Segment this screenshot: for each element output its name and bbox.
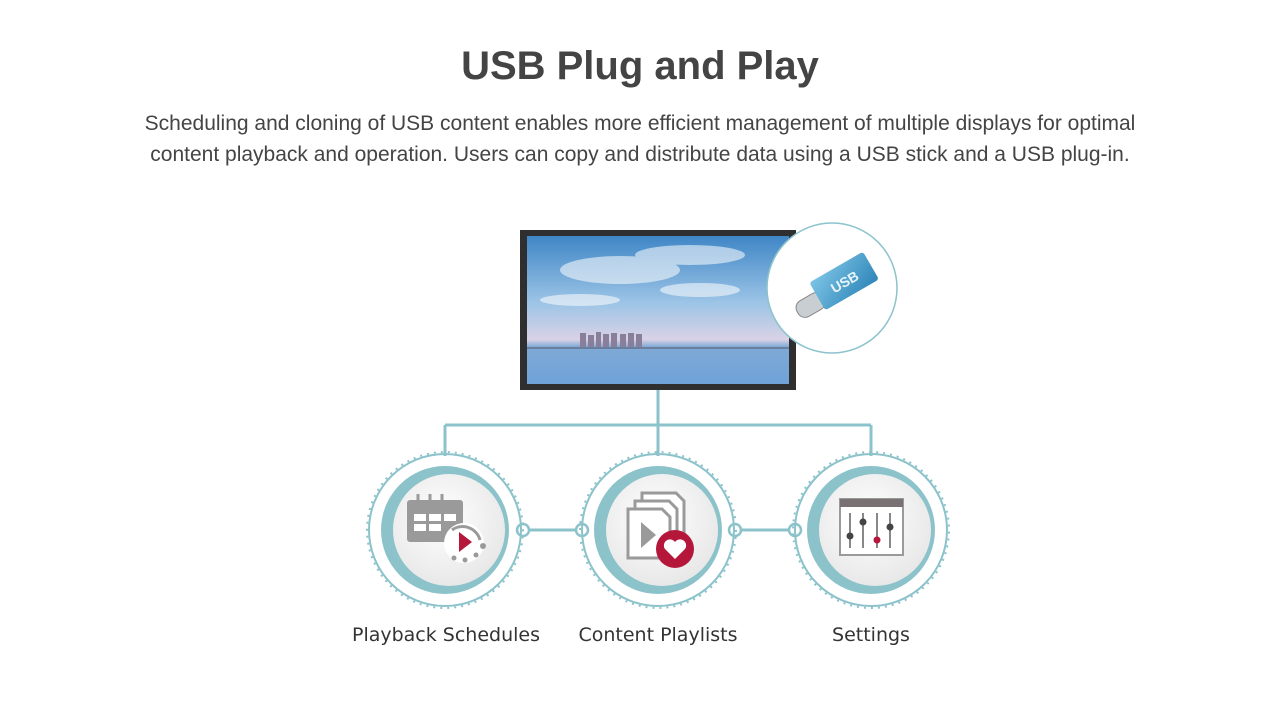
usb-stick-bubble: USB	[766, 222, 898, 354]
display-monitor	[520, 230, 796, 390]
feature-content-playlists[interactable]: Content Playlists	[578, 451, 738, 646]
page-description: Scheduling and cloning of USB content en…	[60, 108, 1220, 170]
description-line-1: Scheduling and cloning of USB content en…	[144, 112, 1136, 135]
page-title: USB Plug and Play	[461, 44, 819, 88]
playlist-heart-icon	[626, 491, 694, 568]
feature-settings[interactable]: Settings	[761, 420, 981, 646]
description-line-2: content playback and operation. Users ca…	[150, 143, 1130, 166]
tree-connector	[443, 390, 873, 532]
feature-label: Settings	[832, 624, 910, 646]
feature-playback-schedules[interactable]: Playback Schedules	[345, 430, 545, 646]
sliders-icon	[839, 498, 904, 556]
calendar-play-icon	[407, 494, 486, 563]
feature-label: Playback Schedules	[352, 624, 540, 646]
feature-label: Content Playlists	[578, 624, 737, 646]
